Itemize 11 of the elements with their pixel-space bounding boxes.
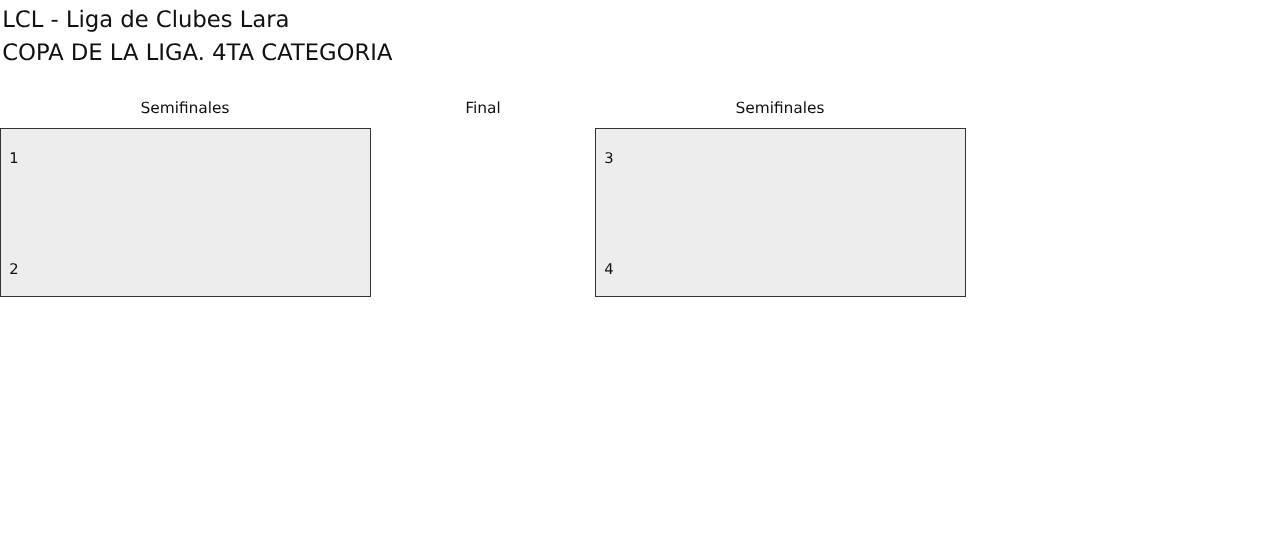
title: LCL - Liga de Clubes Lara	[4, 9, 288, 32]
seed-number: 4	[605, 263, 613, 274]
column-heading: Semifinales	[141, 101, 229, 114]
match-box	[0, 128, 371, 297]
subtitle: COPA DE LA LIGA. 4TA CATEGORIA	[3, 43, 393, 61]
seed-number: 3	[605, 152, 613, 164]
seed-number: 1	[10, 152, 18, 163]
column-heading: Final	[466, 101, 500, 114]
column-heading: Semifinales	[736, 101, 824, 114]
seed-number: 2	[10, 263, 18, 274]
match-box	[595, 128, 966, 297]
